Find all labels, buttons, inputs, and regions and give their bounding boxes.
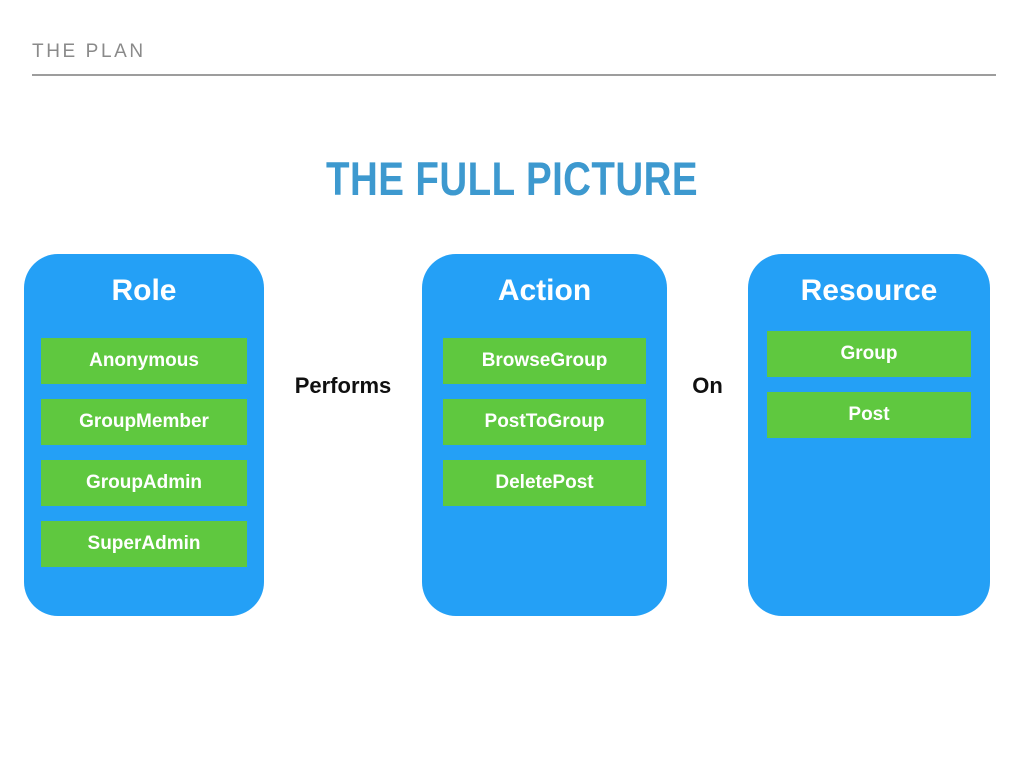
list-item[interactable]: GroupAdmin <box>41 460 247 506</box>
list-item[interactable]: Group <box>767 331 971 377</box>
connector-label-on: On <box>692 373 723 398</box>
list-item-label: PostToGroup <box>484 411 605 432</box>
list-item[interactable]: PostToGroup <box>443 399 646 445</box>
connector-label-performs: Performs <box>294 373 392 398</box>
list-item[interactable]: BrowseGroup <box>443 338 646 384</box>
list-item-label: DeletePost <box>495 472 594 493</box>
list-item[interactable]: Post <box>767 392 971 438</box>
column-items-role: Anonymous GroupMember GroupAdmin SuperAd… <box>24 338 264 567</box>
list-item[interactable]: GroupMember <box>41 399 247 445</box>
column-title-resource: Resource <box>800 274 938 307</box>
column-card-role: Role Anonymous GroupMember GroupAdmin Su… <box>24 254 264 616</box>
header-divider <box>32 74 996 76</box>
slide-header: THE PLAN <box>32 40 996 78</box>
slide-header-label: THE PLAN <box>32 41 146 62</box>
list-item[interactable]: SuperAdmin <box>41 521 247 567</box>
list-item-label: Group <box>840 343 898 364</box>
column-card-action: Action BrowseGroup PostToGroup DeletePos… <box>422 254 667 616</box>
column-card-resource: Resource Group Post <box>748 254 990 616</box>
list-item-label: GroupMember <box>79 411 209 432</box>
column-items-action: BrowseGroup PostToGroup DeletePost <box>422 338 667 506</box>
list-item[interactable]: DeletePost <box>443 460 646 506</box>
column-title-role: Role <box>111 274 177 307</box>
list-item-label: GroupAdmin <box>85 472 203 493</box>
column-title-action: Action <box>497 274 592 307</box>
page-title: THE FULL PICTURE <box>326 152 698 205</box>
list-item-label: BrowseGroup <box>481 350 608 371</box>
list-item[interactable]: Anonymous <box>41 338 247 384</box>
list-item-label: Post <box>848 404 890 425</box>
list-item-label: Anonymous <box>89 350 199 371</box>
column-items-resource: Group Post <box>748 331 990 438</box>
list-item-label: SuperAdmin <box>87 533 201 554</box>
